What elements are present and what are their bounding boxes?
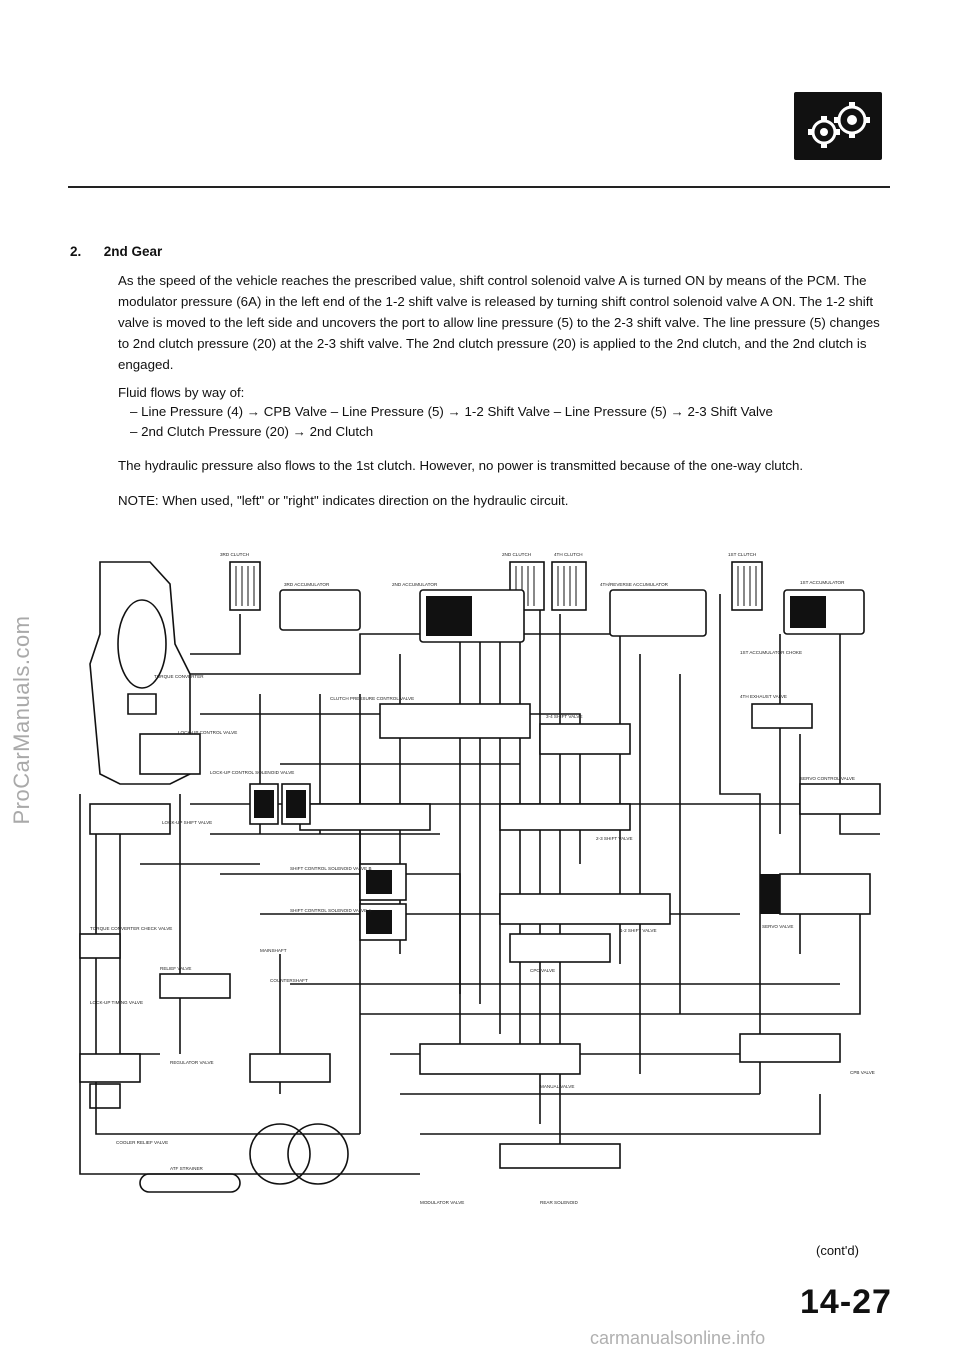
header-rule bbox=[68, 186, 890, 188]
first-clutch-label: 1ST CLUTCH bbox=[728, 552, 756, 557]
countershaft-label: COUNTERSHAFT bbox=[270, 978, 308, 983]
lockup-timing-valve-label: LOCK-UP TIMING VALVE bbox=[90, 1000, 143, 1005]
note: NOTE: When used, "left" or "right" indic… bbox=[118, 493, 569, 508]
clutch-pressure-control-valve-label: CLUTCH PRESSURE CONTROL VALVE bbox=[330, 696, 414, 701]
page-number: 14-27 bbox=[800, 1283, 892, 1321]
lockup-control-solenoid-label: LOCK-UP CONTROL SOLENOID VALVE bbox=[210, 770, 294, 775]
shift-control-solenoid-b-label: SHIFT CONTROL SOLENOID VALVE B bbox=[290, 866, 372, 871]
three-four-shift-valve-label: 3-4 SHIFT VALVE bbox=[546, 714, 583, 719]
section-title: 2nd Gear bbox=[103, 244, 163, 259]
fourth-exhaust-valve-label: 4TH EXHAUST VALVE bbox=[740, 694, 787, 699]
one-two-shift-valve-label: 1-2 SHIFT VALVE bbox=[620, 928, 657, 933]
section-number: 2. bbox=[70, 244, 82, 259]
third-accumulator-label: 3RD ACCUMULATOR bbox=[284, 582, 330, 587]
second-clutch-label: 2ND CLUTCH bbox=[502, 552, 531, 557]
atf-strainer-label: ATF STRAINER bbox=[170, 1166, 204, 1171]
manual-valve-label: MANUAL VALVE bbox=[540, 1084, 574, 1089]
body-paragraph-1: As the speed of the vehicle reaches the … bbox=[118, 273, 880, 372]
lockup-shift-valve-label: LOCK-UP SHIFT VALVE bbox=[162, 820, 212, 825]
flow-line-1: – Line Pressure (4) → CPB Valve – Line P… bbox=[130, 404, 773, 419]
modulator-valve-label: MODULATOR VALVE bbox=[420, 1200, 464, 1205]
fourth-clutch-label: 4TH CLUTCH bbox=[554, 552, 583, 557]
section-heading: 2. 2nd Gear bbox=[70, 244, 162, 259]
cooler-relief-valve-label: COOLER RELIEF VALVE bbox=[116, 1140, 168, 1145]
side-watermark: ProCarManuals.com bbox=[6, 560, 38, 880]
servo-control-valve-label: SERVO CONTROL VALVE bbox=[800, 776, 855, 781]
flow-intro: Fluid flows by way of: bbox=[118, 385, 245, 400]
rear-solenoid-label: REAR SOLENOID bbox=[540, 1200, 578, 1205]
first-accumulator-label: 1ST ACCUMULATOR bbox=[800, 580, 845, 585]
body-paragraph-2: The hydraulic pressure also flows to the… bbox=[118, 458, 804, 473]
cpb-valve-label: CPB VALVE bbox=[850, 1070, 875, 1075]
mainshaft-label: MAINSHAFT bbox=[260, 948, 287, 953]
transmission-gears-icon bbox=[794, 92, 882, 160]
relief-valve-label: RELIEF VALVE bbox=[160, 966, 192, 971]
continued-label: (cont'd) bbox=[816, 1243, 859, 1258]
side-watermark-text: ProCarManuals.com bbox=[9, 615, 34, 825]
flow-line-2: – 2nd Clutch Pressure (20) → 2nd Clutch bbox=[130, 424, 374, 439]
cpc-valve-label: CPC VALVE bbox=[530, 968, 555, 973]
second-accumulator-label: 2ND ACCUMULATOR bbox=[392, 582, 438, 587]
regulator-valve-label: REGULATOR VALVE bbox=[170, 1060, 214, 1065]
third-clutch-label: 3RD CLUTCH bbox=[220, 552, 249, 557]
torque-converter-label: TORQUE CONVERTER bbox=[154, 674, 204, 679]
shift-control-solenoid-a-label: SHIFT CONTROL SOLENOID VALVE A bbox=[290, 908, 372, 913]
servo-valve-label: SERVO VALVE bbox=[762, 924, 793, 929]
footer-watermark: carmanualsonline.info bbox=[590, 1328, 766, 1348]
first-accumulator-choke-label: 1ST ACCUMULATOR CHOKE bbox=[740, 650, 802, 655]
two-three-shift-valve-label: 2-3 SHIFT VALVE bbox=[596, 836, 633, 841]
lockup-control-valve-label: LOCK-UP CONTROL VALVE bbox=[178, 730, 237, 735]
hydraulic-circuit-diagram: TORQUE CONVERTER LOCK-UP CONTROL VALVE L… bbox=[60, 534, 894, 1210]
torque-converter-check-valve-label: TORQUE CONVERTER CHECK VALVE bbox=[90, 926, 172, 931]
fourth-reverse-accumulator-label: 4TH/REVERSE ACCUMULATOR bbox=[600, 582, 669, 587]
